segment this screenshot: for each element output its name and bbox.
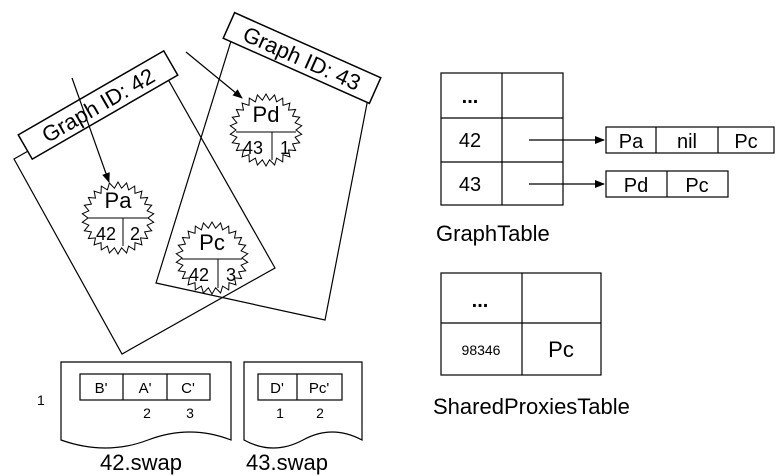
swap-cell: B' xyxy=(95,380,108,397)
swap-cell: A' xyxy=(139,380,152,397)
graph-43-label: Graph ID: 43 xyxy=(239,21,364,95)
graph-42-label-box: Graph ID: 42 xyxy=(17,49,179,161)
shared-table-value: Pc xyxy=(548,337,574,362)
swap-index: 2 xyxy=(316,405,324,421)
proxy-pa: Pa 42 2 xyxy=(81,181,155,255)
graph-table-key: 42 xyxy=(459,130,481,152)
proxy-pd: Pd 43 1 xyxy=(229,93,303,167)
proxy-list-item: nil xyxy=(677,131,697,153)
proxy-seal xyxy=(229,93,303,167)
swap-file-name: 42.swap xyxy=(100,450,182,475)
proxy-left-value: 43 xyxy=(243,138,263,158)
proxy-list-43: Pd Pc xyxy=(605,170,729,198)
swap-cells-frame xyxy=(79,373,211,401)
graph-table-key: ... xyxy=(462,86,479,108)
swap-index: 1 xyxy=(276,405,284,421)
proxy-name: Pc xyxy=(199,230,225,255)
swap-cell: D' xyxy=(270,380,284,397)
proxy-list-item: Pa xyxy=(619,131,644,153)
graph-table-key: 43 xyxy=(459,174,481,196)
swap-index: 2 xyxy=(143,405,151,421)
proxy-seal xyxy=(175,221,249,295)
swap-index: 3 xyxy=(186,405,194,421)
proxy-list-item: Pc xyxy=(685,175,708,197)
proxy-name: Pd xyxy=(253,102,280,127)
shared-table-key: 98346 xyxy=(462,342,501,358)
graph-42-label: Graph ID: 42 xyxy=(37,63,159,148)
proxy-right-value: 2 xyxy=(130,224,140,244)
graph-43-label-box: Graph ID: 43 xyxy=(222,11,382,105)
swap-cell: C' xyxy=(181,380,195,397)
proxy-left-value: 42 xyxy=(96,224,116,244)
shared-proxies-table: ... 98346 Pc SharedProxiesTable xyxy=(433,272,630,419)
arrow-graph42-to-pa xyxy=(71,77,110,183)
swap-cell: Pc' xyxy=(309,380,330,397)
graph-table-caption: GraphTable xyxy=(436,221,550,246)
swap-cells-frame xyxy=(257,373,343,401)
proxy-right-value: 3 xyxy=(226,265,236,285)
proxy-list-item: Pc xyxy=(734,131,757,153)
proxy-list-item: Pd xyxy=(624,175,648,197)
graph-table: ... 42 43 GraphTable xyxy=(436,72,564,246)
proxy-right-value: 1 xyxy=(280,138,290,158)
swap-file-43: D' Pc' 1 2 43.swap xyxy=(243,361,363,475)
swap-side-label: 1 xyxy=(37,392,45,408)
proxy-list-frame xyxy=(605,126,775,154)
swap-file-42: 1 B' A' C' 2 3 42.swap xyxy=(37,361,232,475)
shared-table-caption: SharedProxiesTable xyxy=(433,394,630,419)
swap-file-name: 43.swap xyxy=(246,450,328,475)
shared-table-frame xyxy=(440,272,602,376)
proxy-name: Pa xyxy=(105,188,133,213)
proxy-list-42: Pa nil Pc xyxy=(605,126,775,154)
proxy-left-value: 42 xyxy=(189,265,209,285)
arrow-graph43-to-pd xyxy=(185,51,243,99)
proxy-pc: Pc 42 3 xyxy=(175,221,249,295)
shared-table-key: ... xyxy=(472,290,489,312)
